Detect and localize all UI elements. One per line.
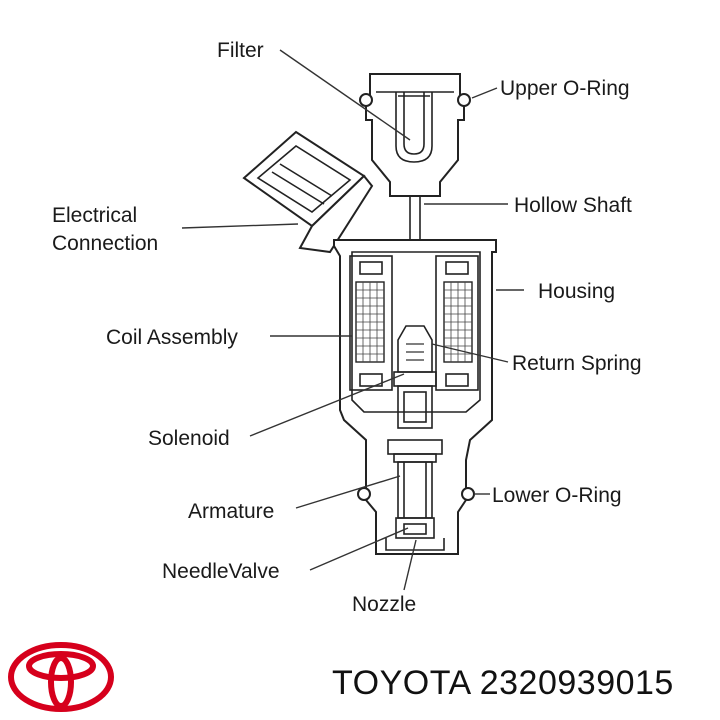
footer-title: TOYOTA 2320939015 [332,664,674,703]
toyota-logo-icon [8,642,114,712]
electrical-connector-drawing [242,130,374,254]
top-cap-drawing [359,73,471,197]
label-nozzle: Nozzle [352,593,416,616]
label-upper-o-ring: Upper O-Ring [500,77,630,100]
label-connection: Connection [52,232,158,255]
label-hollow-shaft: Hollow Shaft [514,194,632,217]
brand-name: TOYOTA [332,664,470,702]
label-housing: Housing [538,280,615,303]
label-needle-valve: NeedleValve [162,560,280,583]
part-number: 2320939015 [479,664,674,702]
label-return-spring: Return Spring [512,352,642,375]
label-filter: Filter [217,39,264,62]
housing-drawing [333,239,497,555]
label-electrical: Electrical [52,204,137,227]
fuel-injector-diagram: Filter Upper O-Ring Electrical Connectio… [52,39,642,616]
label-solenoid: Solenoid [148,427,230,450]
label-lower-o-ring: Lower O-Ring [492,484,622,507]
leader-lines [181,49,524,591]
label-armature: Armature [188,500,274,523]
spring-solenoid-drawing [387,325,443,463]
label-coil-assembly: Coil Assembly [106,326,238,349]
